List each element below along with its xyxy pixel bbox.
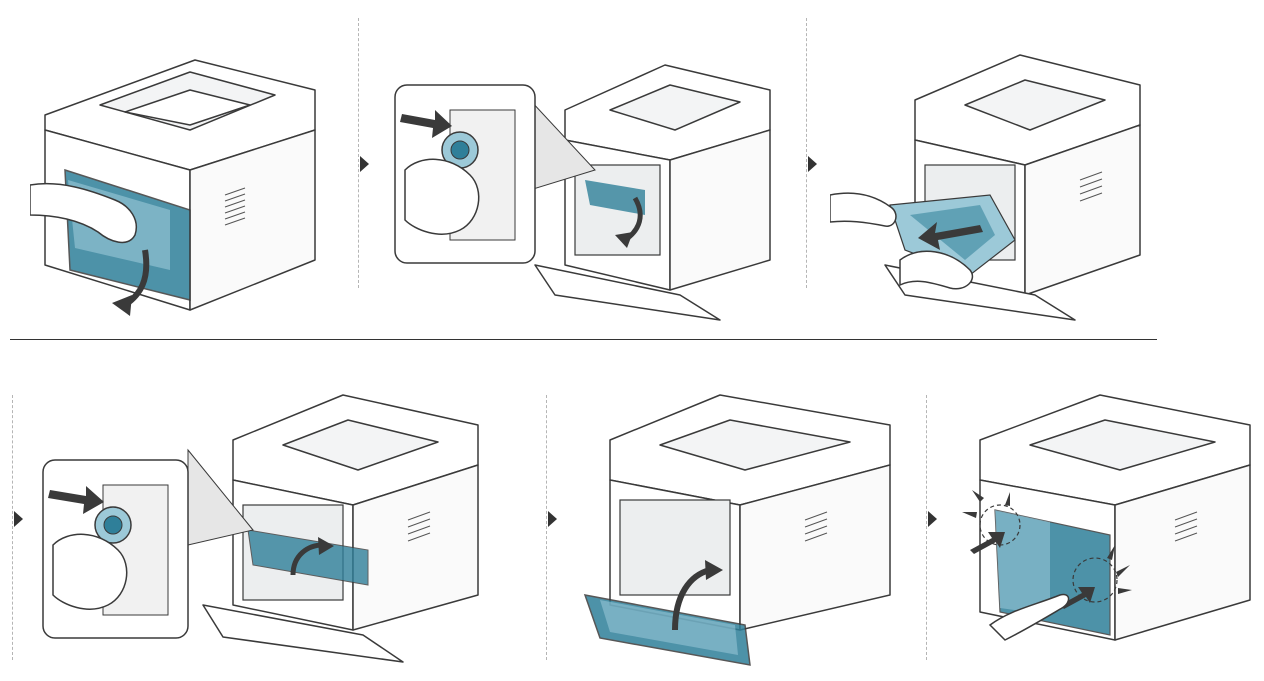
step-6-illustration [950,380,1260,670]
step-separator [358,18,359,288]
step-1-illustration [30,20,340,320]
step-separator [806,18,807,288]
triangle-right-icon [928,511,937,527]
triangle-right-icon [808,156,817,172]
triangle-right-icon [548,511,557,527]
step-2-illustration [390,30,780,330]
step-4-illustration [38,380,498,670]
triangle-right-icon [360,156,369,172]
step-separator [12,395,13,660]
row-divider [10,339,1157,340]
triangle-right-icon [14,511,23,527]
step-separator [926,395,927,660]
step-separator [546,395,547,660]
step-3-illustration [830,30,1160,330]
step-5-illustration [580,380,910,670]
